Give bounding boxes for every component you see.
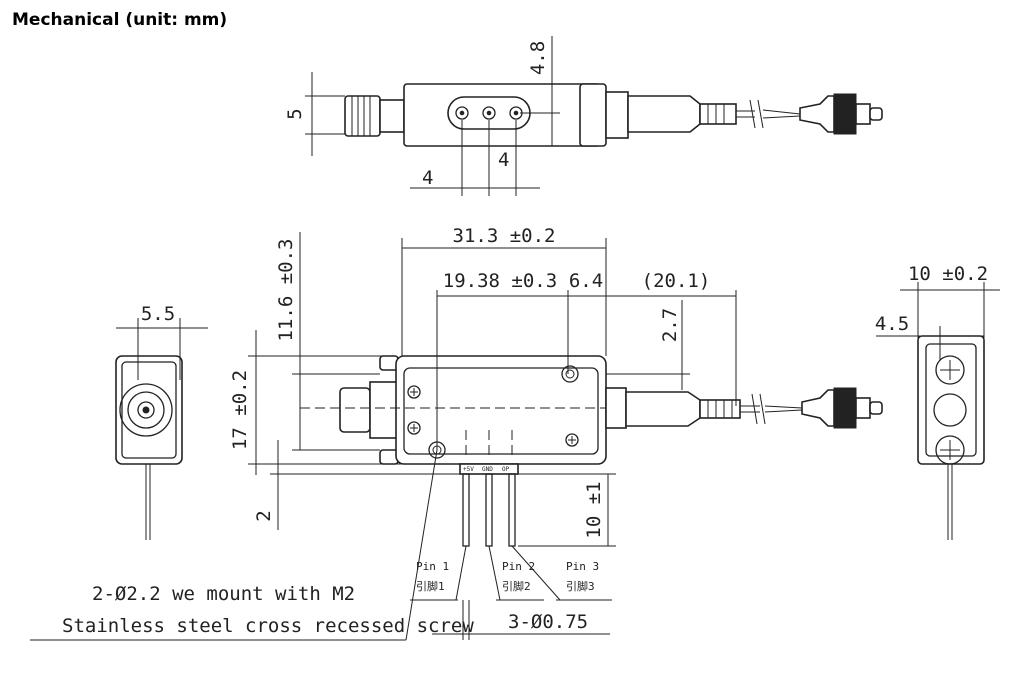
dim-pin-base: 2 bbox=[253, 510, 275, 521]
dim-right-width: 10 ±0.2 bbox=[908, 263, 988, 285]
dim-end-offset: 6.4 bbox=[569, 270, 603, 292]
page-title: Mechanical (unit: mm) bbox=[12, 10, 228, 30]
dim-cable-offset: 2.7 bbox=[659, 308, 681, 342]
pin2-cn-label: 引脚2 bbox=[502, 579, 531, 593]
pin-label-v: +5V bbox=[463, 466, 474, 473]
dim-right-offset: 4.5 bbox=[875, 313, 909, 335]
top-view: 5 4.8 4 4 bbox=[284, 36, 883, 196]
pin3-label: Pin 3 bbox=[566, 560, 599, 573]
dim-cable-ref: (20.1) bbox=[642, 270, 711, 292]
front-view: +5V GND OP 31.3 ±0.2 19.38 ±0.3 6.4 (20.… bbox=[30, 225, 883, 641]
dim-hole-spacing: 19.38 ±0.3 bbox=[443, 270, 557, 292]
pin1-cn-label: 引脚1 bbox=[416, 579, 445, 593]
dim-length-total: 31.3 ±0.2 bbox=[453, 225, 556, 247]
note-line-2: Stainless steel cross recessed screw bbox=[62, 615, 474, 637]
left-end-view: 5.5 bbox=[115, 303, 208, 540]
pin2-label: Pin 2 bbox=[502, 560, 535, 573]
pin-label-gnd: GND bbox=[482, 466, 493, 473]
dim-top-height: 5 bbox=[284, 108, 306, 119]
dim-pin-length: 10 ±1 bbox=[583, 481, 605, 538]
note-line-1: 2-Ø2.2 we mount with M2 bbox=[92, 583, 355, 605]
pin3-cn-label: 引脚3 bbox=[566, 579, 595, 593]
dim-pin-hole: 3-Ø0.75 bbox=[508, 611, 588, 633]
dim-top-pitch-left: 4 bbox=[422, 167, 433, 189]
pin1-label: Pin 1 bbox=[416, 560, 449, 573]
dim-height-total: 17 ±0.2 bbox=[229, 370, 251, 450]
dim-top-pitch-right: 4 bbox=[498, 149, 509, 171]
pin-label-op: OP bbox=[502, 466, 510, 473]
right-end-view: 10 ±0.2 4.5 bbox=[875, 263, 1000, 540]
dim-height-upper: 11.6 ±0.3 bbox=[275, 239, 297, 342]
dim-left-width: 5.5 bbox=[141, 303, 175, 325]
dim-top-offset: 4.8 bbox=[527, 41, 549, 75]
